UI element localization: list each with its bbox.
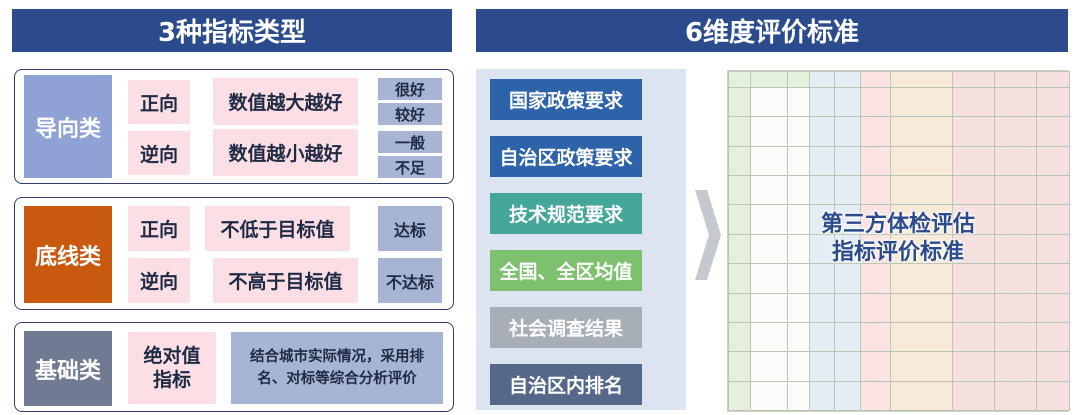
guide-level-good: 较好 — [378, 103, 442, 125]
baseline-result-fail: 不达标 — [378, 258, 442, 303]
overlay-line1: 第三方体检评估 — [820, 212, 975, 237]
basic-type-absolute: 绝对值 指标 — [128, 332, 216, 404]
guide-level-very-good: 很好 — [378, 78, 442, 100]
guide-category-label: 导向类 — [24, 75, 112, 178]
baseline-rule-not-above: 不高于目标值 — [213, 258, 358, 303]
spreadsheet-table — [728, 71, 1070, 412]
basic-description: 结合城市实际情况，采用排 名、对标等综合分析评价 — [231, 332, 443, 404]
standard-national-average: 全国、全区均值 — [490, 250, 642, 291]
guide-level-insufficient: 不足 — [378, 156, 442, 178]
left-title-banner: 3种指标类型 — [12, 9, 452, 52]
baseline-result-pass: 达标 — [378, 206, 442, 251]
baseline-direction-positive: 正向 — [128, 206, 190, 251]
guide-level-fair: 一般 — [378, 131, 442, 153]
guide-direction-positive: 正向 — [128, 80, 190, 124]
basic-category-label: 基础类 — [24, 331, 112, 406]
basic-type-line1: 绝对值 — [143, 345, 201, 367]
guide-rule-smaller-better: 数值越小越好 — [213, 129, 358, 176]
baseline-direction-negative: 逆向 — [128, 258, 190, 303]
standards-column — [476, 69, 686, 410]
standard-social-survey: 社会调查结果 — [490, 307, 642, 348]
guide-rule-larger-better: 数值越大越好 — [213, 78, 358, 125]
basic-desc-line1: 结合城市实际情况，采用排 — [250, 349, 424, 365]
standard-national-policy: 国家政策要求 — [490, 79, 642, 120]
basic-desc-line2: 名、对标等综合分析评价 — [257, 371, 417, 387]
standard-region-ranking: 自治区内排名 — [490, 364, 642, 405]
standard-technical-spec: 技术规范要求 — [490, 193, 642, 234]
basic-type-line2: 指标 — [152, 369, 191, 391]
right-title-banner: 6维度评价标准 — [476, 9, 1068, 52]
chevron-right-icon — [693, 190, 723, 280]
baseline-category-label: 底线类 — [24, 206, 112, 303]
overlay-line2: 指标评价标准 — [831, 240, 964, 265]
spreadsheet-overlay-title: 第三方体检评估 指标评价标准 — [798, 211, 998, 267]
baseline-rule-not-below: 不低于目标值 — [205, 206, 350, 251]
standard-region-policy: 自治区政策要求 — [490, 136, 642, 177]
guide-direction-negative: 逆向 — [128, 131, 190, 175]
spreadsheet-thumbnail: 第三方体检评估 指标评价标准 — [727, 70, 1070, 412]
